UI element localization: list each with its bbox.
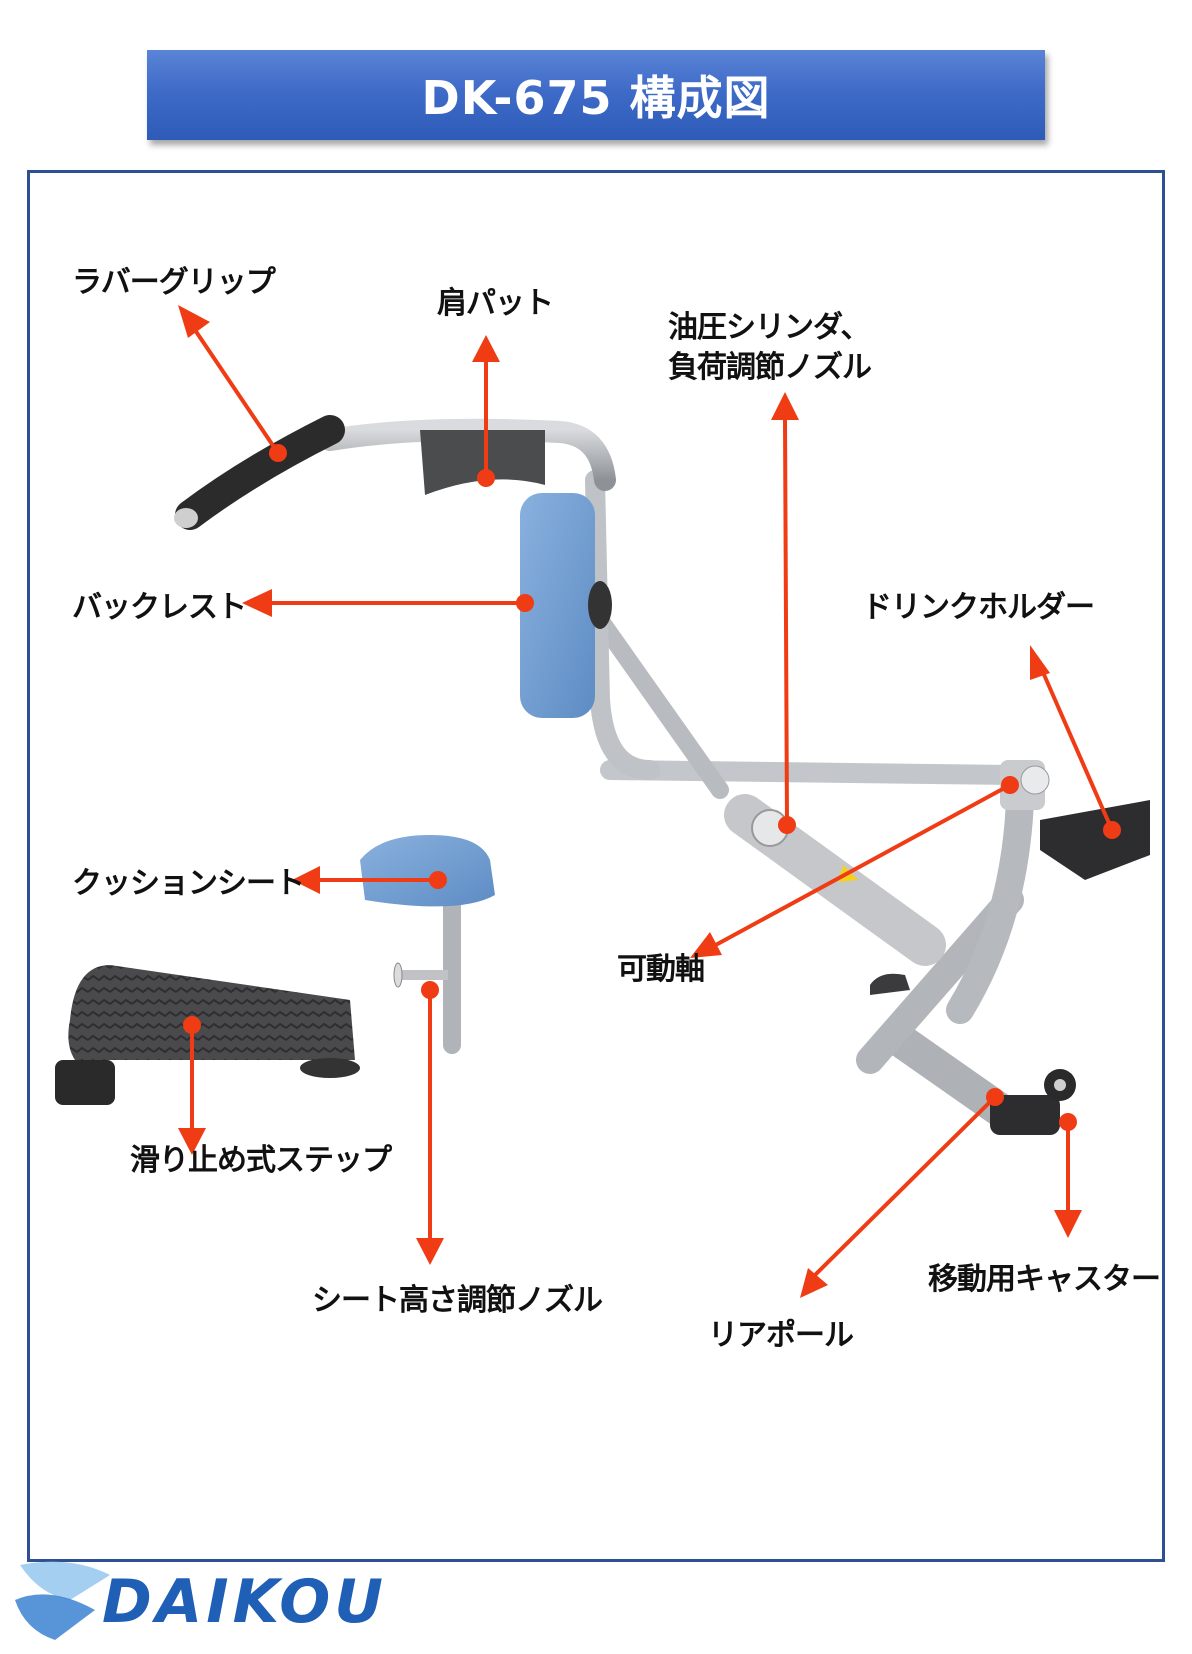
page-title: DK-675 構成図 xyxy=(421,71,771,125)
machine-frame xyxy=(319,418,1034,1127)
label-backrest: バックレスト xyxy=(72,590,247,625)
cushion-seat-part xyxy=(360,835,495,907)
rubber-grip-part xyxy=(175,415,345,530)
hydraulic-cylinder-part xyxy=(724,794,946,966)
diagram-frame xyxy=(27,170,1165,1562)
drink-holder-part xyxy=(1040,800,1150,880)
callout-drink-holder xyxy=(1030,645,1121,839)
upright-loop xyxy=(585,470,660,780)
label-shoulder-pad: 肩パット xyxy=(437,286,554,321)
label-hydraulic-cylinder-1: 油圧シリンダ、 xyxy=(668,310,870,345)
callout-rubber-grip xyxy=(178,305,287,462)
daikou-logo: DAIKOU xyxy=(10,1555,390,1650)
callout-rear-pole xyxy=(800,1088,1004,1298)
label-moving-caster: 移動用キャスター xyxy=(928,1262,1161,1297)
callout-shoulder-pad xyxy=(472,335,500,487)
rear-upright xyxy=(946,786,1034,1024)
callout-backrest xyxy=(242,589,534,617)
logo-text: DAIKOU xyxy=(102,1567,387,1637)
backrest-part xyxy=(520,493,595,718)
callout-moving-caster xyxy=(1054,1113,1082,1238)
callout-cushion-seat xyxy=(292,866,447,894)
back-diagonal xyxy=(591,611,729,799)
callouts xyxy=(178,305,1121,1298)
label-hydraulic-cylinder-2: 負荷調節ノズル xyxy=(668,350,872,385)
label-rubber-grip: ラバーグリップ xyxy=(72,265,276,300)
label-seat-height-nozzle: シート高さ調節ノズル xyxy=(312,1283,603,1318)
label-cushion-seat: クッションシート xyxy=(72,866,305,901)
label-drink-holder: ドリンクホルダー xyxy=(862,590,1095,625)
callout-seat-height-nozzle xyxy=(416,981,444,1265)
label-rear-pole: リアポール xyxy=(708,1318,854,1353)
callout-hydraulic-cylinder xyxy=(771,392,799,834)
shoulder-pad-part xyxy=(420,430,545,495)
label-non-slip-step: 滑り止め式ステップ xyxy=(130,1143,392,1178)
rear-pole-tube xyxy=(883,1023,1017,1127)
label-movable-axis: 可動軸 xyxy=(617,952,705,987)
step-part xyxy=(68,965,355,1060)
title-bar: DK-675 構成図 xyxy=(147,50,1045,140)
logo-swoosh-icon xyxy=(15,1561,110,1640)
top-arm xyxy=(600,760,1025,785)
callout-non-slip-step xyxy=(178,1016,206,1155)
callout-movable-axis xyxy=(690,776,1019,958)
